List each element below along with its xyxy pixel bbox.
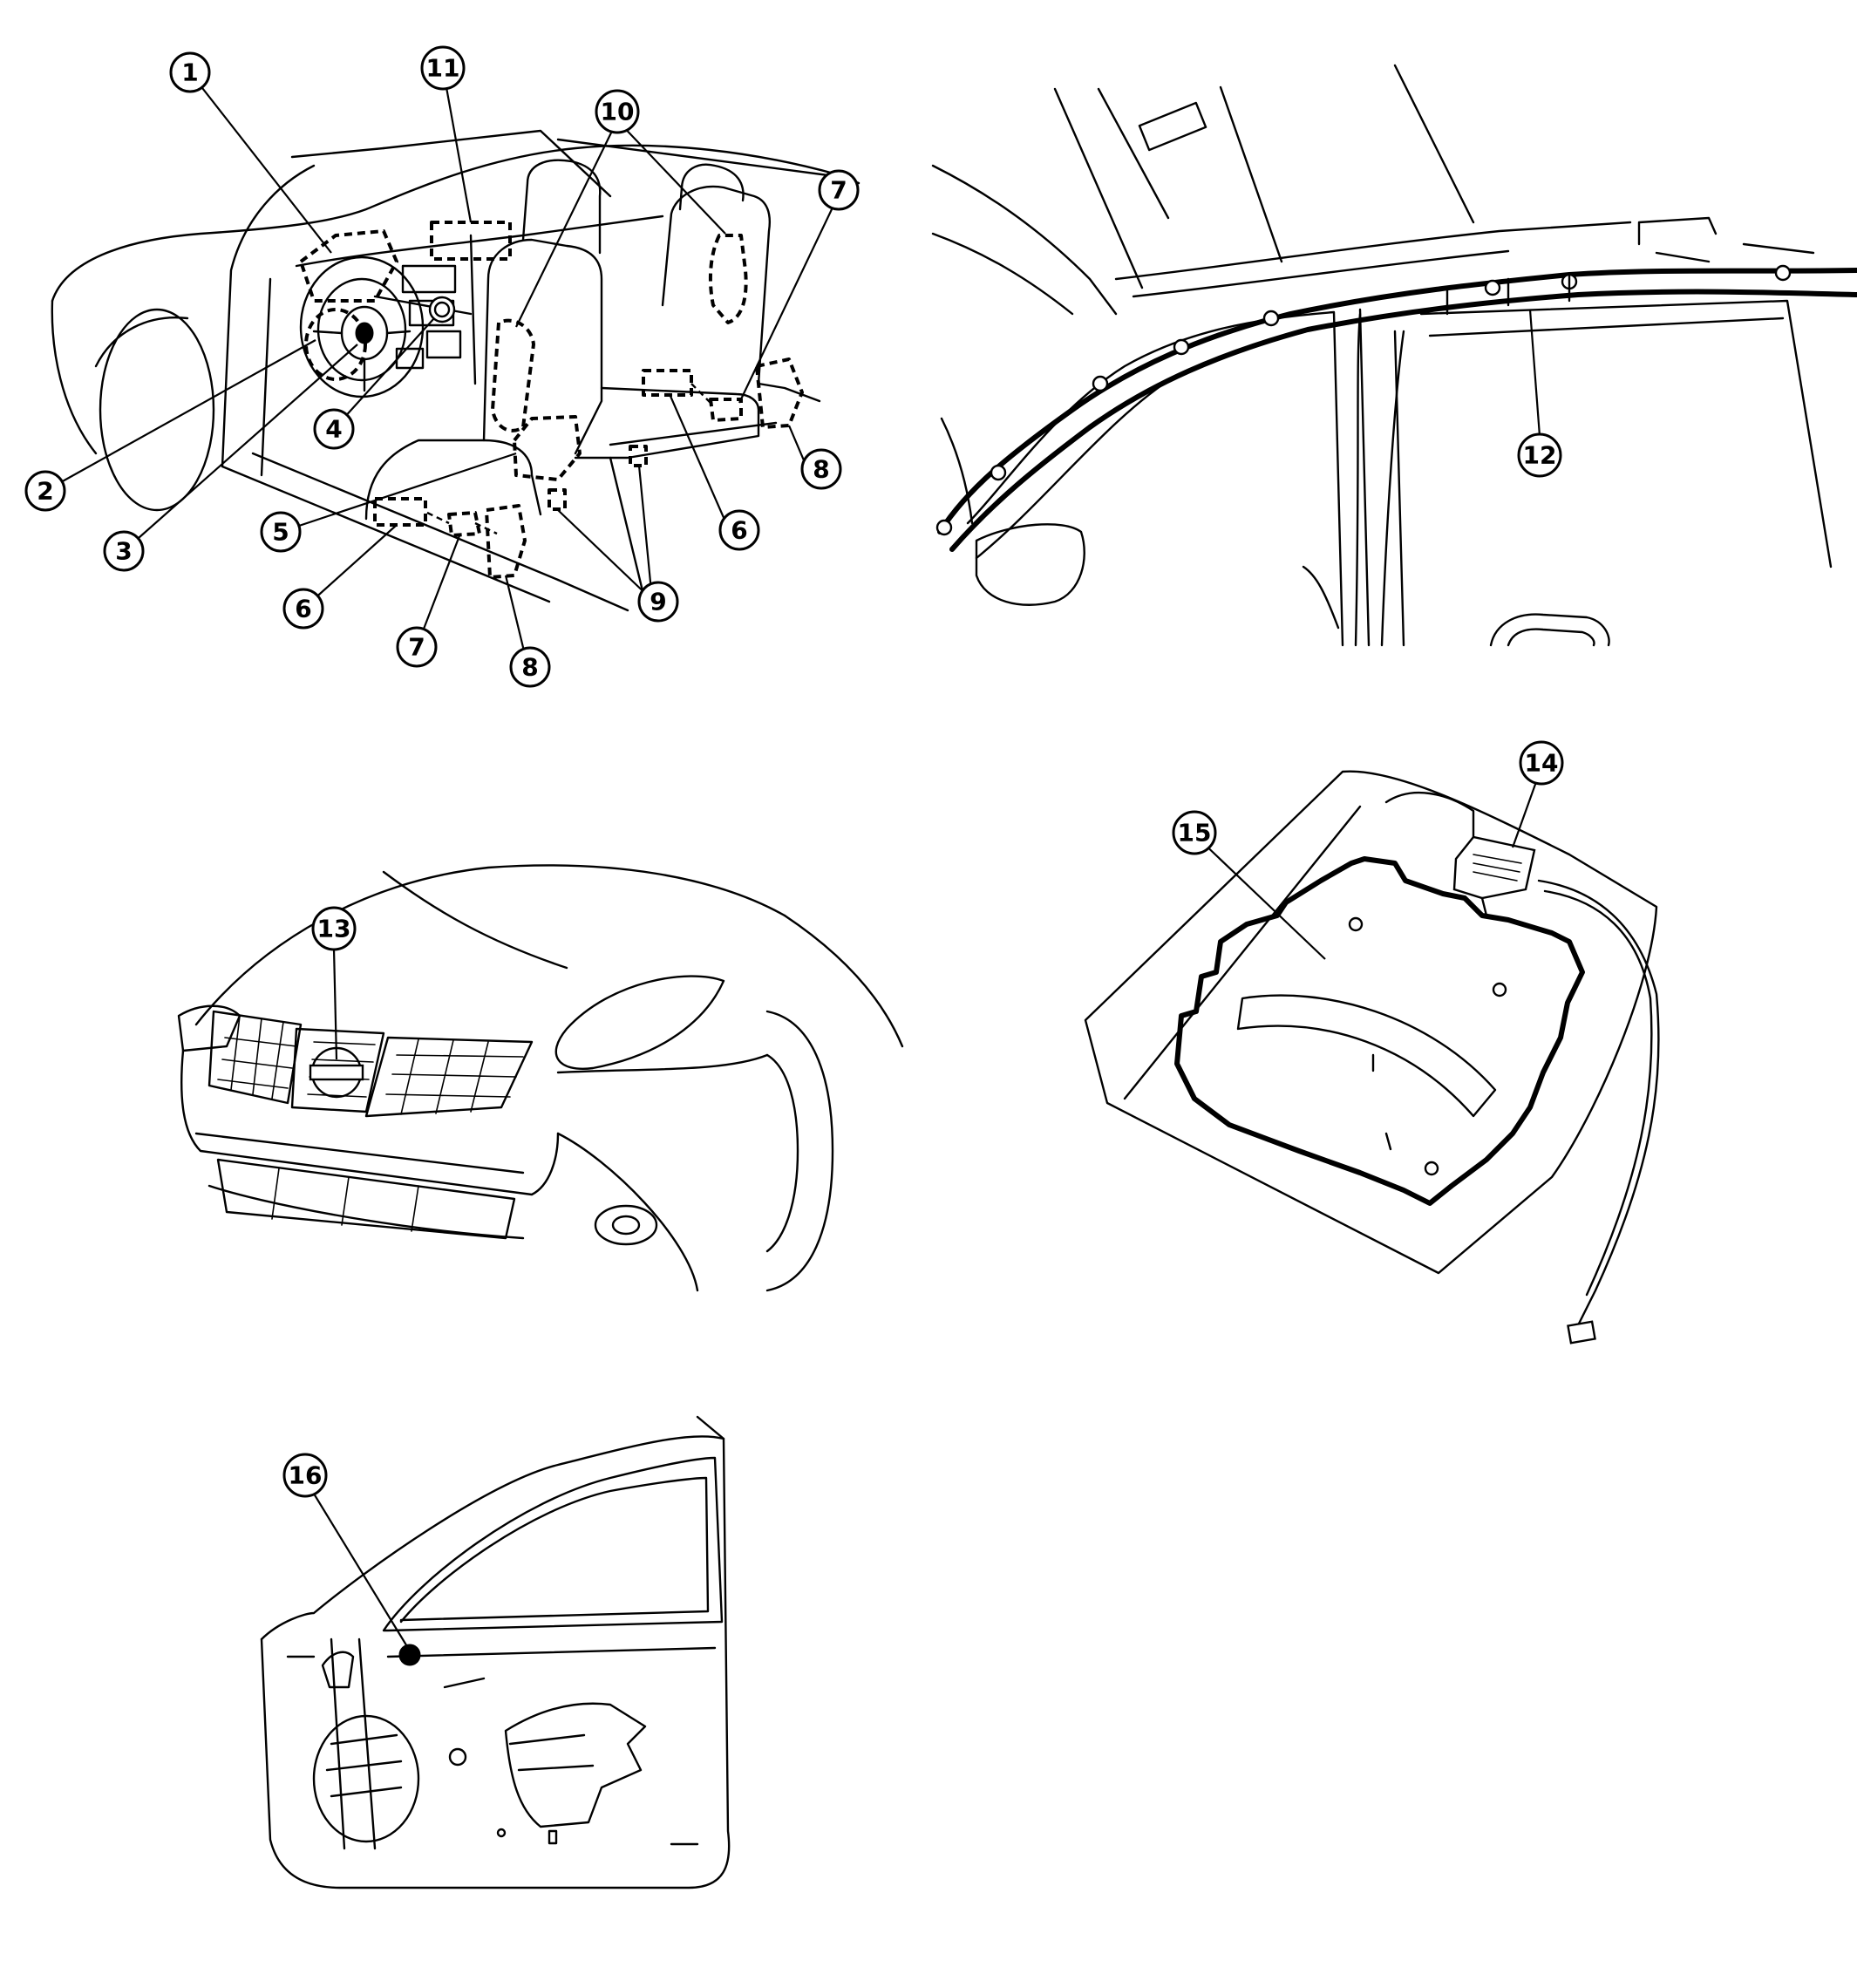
leader-line-2 [44, 339, 316, 492]
svg-text:11: 11 [426, 54, 460, 83]
occupant-sensor-8-left [485, 504, 527, 579]
svg-text:4: 4 [325, 415, 342, 444]
seat-belt-buckle-7-left [447, 511, 481, 537]
driver-airbag-region-1 [299, 229, 398, 303]
svg-text:1: 1 [181, 58, 198, 87]
callout-9: 9 [637, 581, 679, 623]
leader-line-13 [332, 948, 338, 1060]
callout-14: 14 [1519, 740, 1564, 786]
callout-13: 13 [311, 906, 357, 951]
callout-7-left: 7 [396, 626, 438, 668]
callout-6-right: 6 [718, 509, 760, 551]
curtain-airbag-module-12 [937, 268, 1857, 534]
svg-text:5: 5 [272, 518, 289, 547]
svg-text:8: 8 [813, 455, 829, 484]
leader-line-10 [515, 119, 726, 328]
callout-15: 15 [1172, 810, 1217, 855]
svg-text:14: 14 [1525, 749, 1559, 778]
door-pressure-sensor-16 [398, 1644, 421, 1666]
leader-line-12 [1528, 309, 1541, 437]
callout-7-right: 7 [818, 169, 860, 211]
callout-16: 16 [282, 1453, 328, 1498]
svg-text:9: 9 [650, 588, 666, 616]
callout-1: 1 [169, 51, 211, 93]
callout-8-left: 8 [509, 646, 551, 688]
leader-line-15 [1198, 838, 1326, 960]
svg-text:15: 15 [1178, 819, 1212, 848]
svg-text:6: 6 [295, 595, 311, 623]
satellite-sensor-9-right [629, 445, 648, 467]
diagnosis-sensor-unit-5 [513, 415, 582, 481]
leader-line-4 [333, 317, 435, 430]
svg-text:2: 2 [37, 477, 53, 506]
svg-text:13: 13 [317, 915, 351, 943]
side-airbag-region-10b [491, 318, 535, 432]
leader-line-16 [306, 1481, 409, 1649]
callout-3: 3 [103, 530, 145, 572]
callout-6-left: 6 [282, 588, 324, 630]
door-satellite-sensor-illustration [260, 1415, 731, 1889]
leader-line-6-right [668, 393, 730, 528]
curtain-airbag-illustration [931, 64, 1857, 647]
satellite-sensor-9-left [548, 488, 567, 511]
leader-line-1 [189, 71, 332, 254]
callout-8-right: 8 [800, 448, 842, 490]
leader-line-9 [557, 465, 654, 601]
occupant-classification-sensor-illustration [1084, 766, 1660, 1345]
callout-12: 12 [1517, 432, 1562, 478]
svg-text:7: 7 [830, 176, 847, 205]
spiral-cable-region-2 [304, 308, 367, 381]
seat-belt-buckle-7-right [709, 398, 743, 422]
leader-line-3 [123, 344, 358, 552]
svg-text:8: 8 [521, 653, 538, 682]
callout-11: 11 [420, 45, 466, 91]
seat-belt-pretensioner-6-right [642, 369, 693, 397]
cabin-overview-illustration [44, 67, 860, 666]
callout-2: 2 [24, 470, 66, 512]
leader-line-11 [441, 67, 473, 223]
side-curtain-region-10a [708, 234, 748, 324]
svg-text:6: 6 [731, 516, 747, 545]
occupant-sensor-8-right [755, 357, 804, 429]
callout-4: 4 [313, 408, 355, 450]
leader-line-7-right [738, 207, 833, 404]
svg-text:12: 12 [1523, 441, 1557, 470]
svg-text:16: 16 [289, 1461, 323, 1490]
svg-text:10: 10 [601, 98, 635, 126]
seat-sensor-mat-15 [1174, 856, 1585, 1206]
svg-text:7: 7 [408, 633, 425, 662]
callout-5: 5 [260, 511, 302, 553]
leader-line-6-left [303, 524, 398, 609]
svg-text:3: 3 [115, 537, 132, 566]
leader-line-5 [280, 452, 517, 534]
callout-10: 10 [595, 89, 640, 134]
front-sensor-illustration [177, 864, 904, 1292]
